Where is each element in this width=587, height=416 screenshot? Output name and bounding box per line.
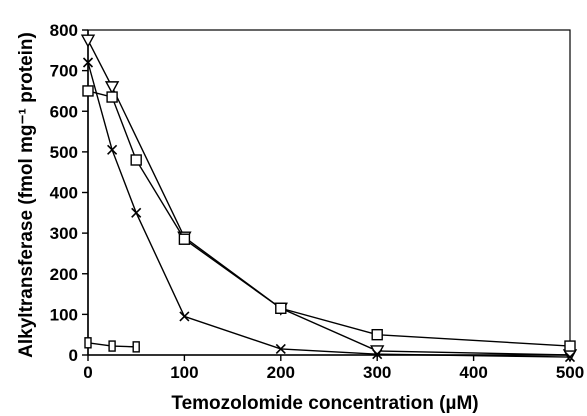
y-tick-label: 200	[50, 265, 78, 284]
x-tick-label: 100	[170, 363, 198, 382]
x-tick-label: 300	[363, 363, 391, 382]
x-marker	[131, 207, 142, 218]
series-x	[82, 57, 576, 363]
series-triangle-down	[80, 34, 578, 363]
y-tick-label: 600	[50, 102, 78, 121]
series-square	[82, 85, 576, 352]
series-line	[87, 62, 571, 358]
plot-frame	[87, 29, 571, 356]
y-tick-label: 300	[50, 224, 78, 243]
x-marker	[179, 311, 190, 322]
y-tick-label: 0	[69, 346, 78, 365]
x-tick-label: 200	[267, 363, 295, 382]
square-marker	[275, 302, 287, 314]
x-marker	[275, 343, 286, 354]
bar-marker	[84, 337, 92, 349]
bar-marker	[132, 341, 140, 353]
x-marker	[107, 144, 118, 155]
x-marker	[82, 57, 94, 68]
x-tick-label: 500	[556, 363, 584, 382]
y-tick-label: 700	[50, 62, 78, 81]
square-marker	[82, 85, 94, 97]
y-tick-label: 400	[50, 184, 78, 203]
plot-border	[87, 29, 571, 356]
x-tick-label: 400	[459, 363, 487, 382]
square-marker	[564, 340, 576, 352]
y-tick-label: 100	[50, 305, 78, 324]
y-axis-title: Alkyltransferase (fmol mg⁻¹ protein)	[16, 32, 37, 358]
y-tick-label: 800	[50, 21, 78, 40]
triangle-marker	[80, 34, 96, 48]
x-marker	[372, 349, 383, 360]
x-marker	[564, 351, 576, 363]
series-double-bar	[84, 337, 140, 353]
triangle-marker	[104, 81, 120, 95]
series-line	[87, 90, 571, 347]
bar-marker	[108, 340, 116, 352]
square-marker	[371, 328, 383, 341]
series-line	[87, 39, 571, 356]
square-marker	[106, 91, 118, 103]
square-marker	[178, 233, 191, 245]
x-axis-title: Temozolomide concentration (µM)	[171, 393, 478, 414]
square-marker	[130, 154, 142, 166]
x-tick-label: 0	[83, 363, 92, 382]
y-tick-label: 500	[50, 143, 78, 162]
data-series	[80, 34, 578, 363]
axis-ticks: 0 100 200 300 400 500 0 100 200 300 400 500 600 700 80…	[50, 21, 585, 382]
